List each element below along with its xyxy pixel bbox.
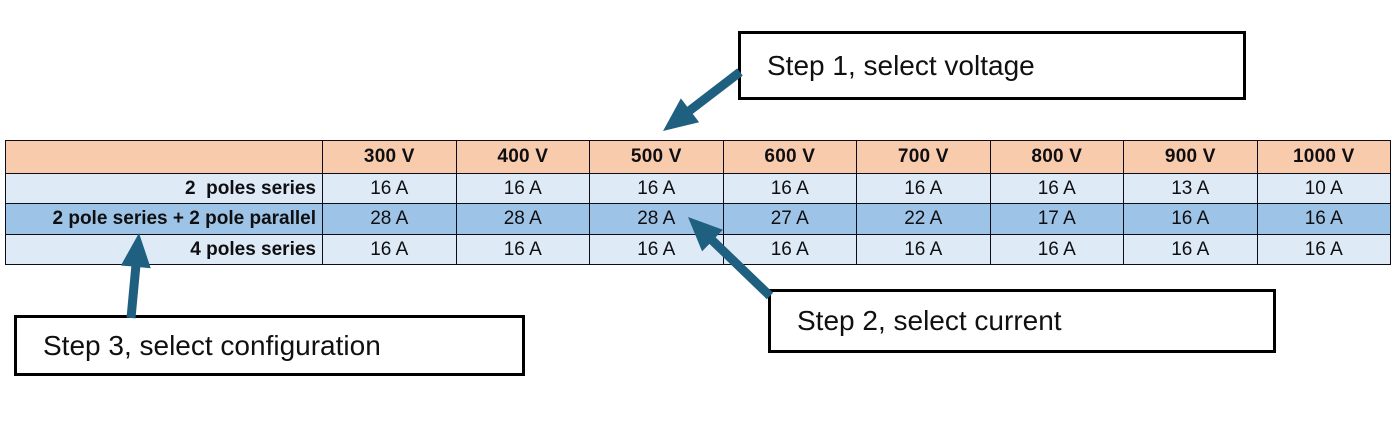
cell-4poles-1000v[interactable]: 16 A [1256, 234, 1391, 265]
cell-2poles-400v[interactable]: 16 A [455, 173, 590, 204]
cell-mixed-600v[interactable]: 27 A [722, 203, 857, 235]
cell-2poles-800v[interactable]: 16 A [989, 173, 1124, 204]
cell-2poles-600v[interactable]: 16 A [722, 173, 857, 204]
motor-rating-table: 300 V 400 V 500 V 600 V 700 V 800 V 900 … [5, 140, 1391, 265]
column-header-600v[interactable]: 600 V [722, 140, 857, 174]
cell-mixed-700v[interactable]: 22 A [856, 203, 991, 235]
table-corner-cell [5, 140, 323, 174]
cell-mixed-300v[interactable]: 28 A [322, 203, 457, 235]
cell-2poles-1000v[interactable]: 10 A [1256, 173, 1391, 204]
column-header-800v[interactable]: 800 V [989, 140, 1124, 174]
cell-4poles-900v[interactable]: 16 A [1123, 234, 1258, 265]
cell-mixed-1000v[interactable]: 16 A [1256, 203, 1391, 235]
cell-2poles-700v[interactable]: 16 A [856, 173, 991, 204]
column-header-300v[interactable]: 300 V [322, 140, 457, 174]
table-row: 4 poles series 16 A 16 A 16 A 16 A 16 A … [5, 234, 1391, 265]
arrow-step1-to-voltage-header [663, 68, 743, 131]
cell-2poles-300v[interactable]: 16 A [322, 173, 457, 204]
table-row: 2 poles series 16 A 16 A 16 A 16 A 16 A … [5, 173, 1391, 204]
column-header-500v[interactable]: 500 V [589, 140, 724, 174]
column-header-400v[interactable]: 400 V [455, 140, 590, 174]
cell-4poles-600v[interactable]: 16 A [722, 234, 857, 265]
cell-4poles-400v[interactable]: 16 A [455, 234, 590, 265]
cell-mixed-400v[interactable]: 28 A [455, 203, 590, 235]
cell-2poles-500v[interactable]: 16 A [589, 173, 724, 204]
callout-step-3: Step 3, select configuration [14, 315, 525, 376]
callout-step-1-text: Step 1, select voltage [767, 49, 1035, 81]
cell-mixed-900v[interactable]: 16 A [1123, 203, 1258, 235]
callout-step-3-text: Step 3, select configuration [43, 329, 381, 361]
row-label-2-pole-series-plus-2-pole-parallel[interactable]: 2 pole series + 2 pole parallel [5, 203, 323, 235]
cell-mixed-800v[interactable]: 17 A [989, 203, 1124, 235]
cell-2poles-900v[interactable]: 13 A [1123, 173, 1258, 204]
column-header-1000v[interactable]: 1000 V [1256, 140, 1391, 174]
callout-step-1: Step 1, select voltage [738, 31, 1246, 100]
column-header-700v[interactable]: 700 V [856, 140, 991, 174]
callout-step-2-text: Step 2, select current [797, 305, 1062, 336]
table-header-row: 300 V 400 V 500 V 600 V 700 V 800 V 900 … [5, 140, 1391, 174]
callout-step-2: Step 2, select current [768, 289, 1276, 353]
cell-4poles-500v[interactable]: 16 A [589, 234, 724, 265]
cell-4poles-700v[interactable]: 16 A [856, 234, 991, 265]
cell-4poles-800v[interactable]: 16 A [989, 234, 1124, 265]
row-label-2-poles-series[interactable]: 2 poles series [5, 173, 323, 204]
table-row: 2 pole series + 2 pole parallel 28 A 28 … [5, 203, 1391, 235]
cell-mixed-500v[interactable]: 28 A [589, 203, 724, 235]
row-label-4-poles-series[interactable]: 4 poles series [5, 234, 323, 265]
cell-4poles-300v[interactable]: 16 A [322, 234, 457, 265]
column-header-900v[interactable]: 900 V [1123, 140, 1258, 174]
